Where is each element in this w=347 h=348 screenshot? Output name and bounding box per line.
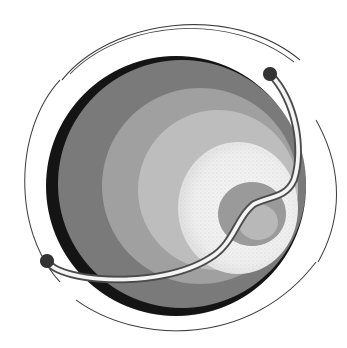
cord-terminal-left	[40, 254, 54, 268]
outer-ring-arc-right	[316, 120, 337, 262]
cord-terminal-right	[263, 67, 277, 81]
